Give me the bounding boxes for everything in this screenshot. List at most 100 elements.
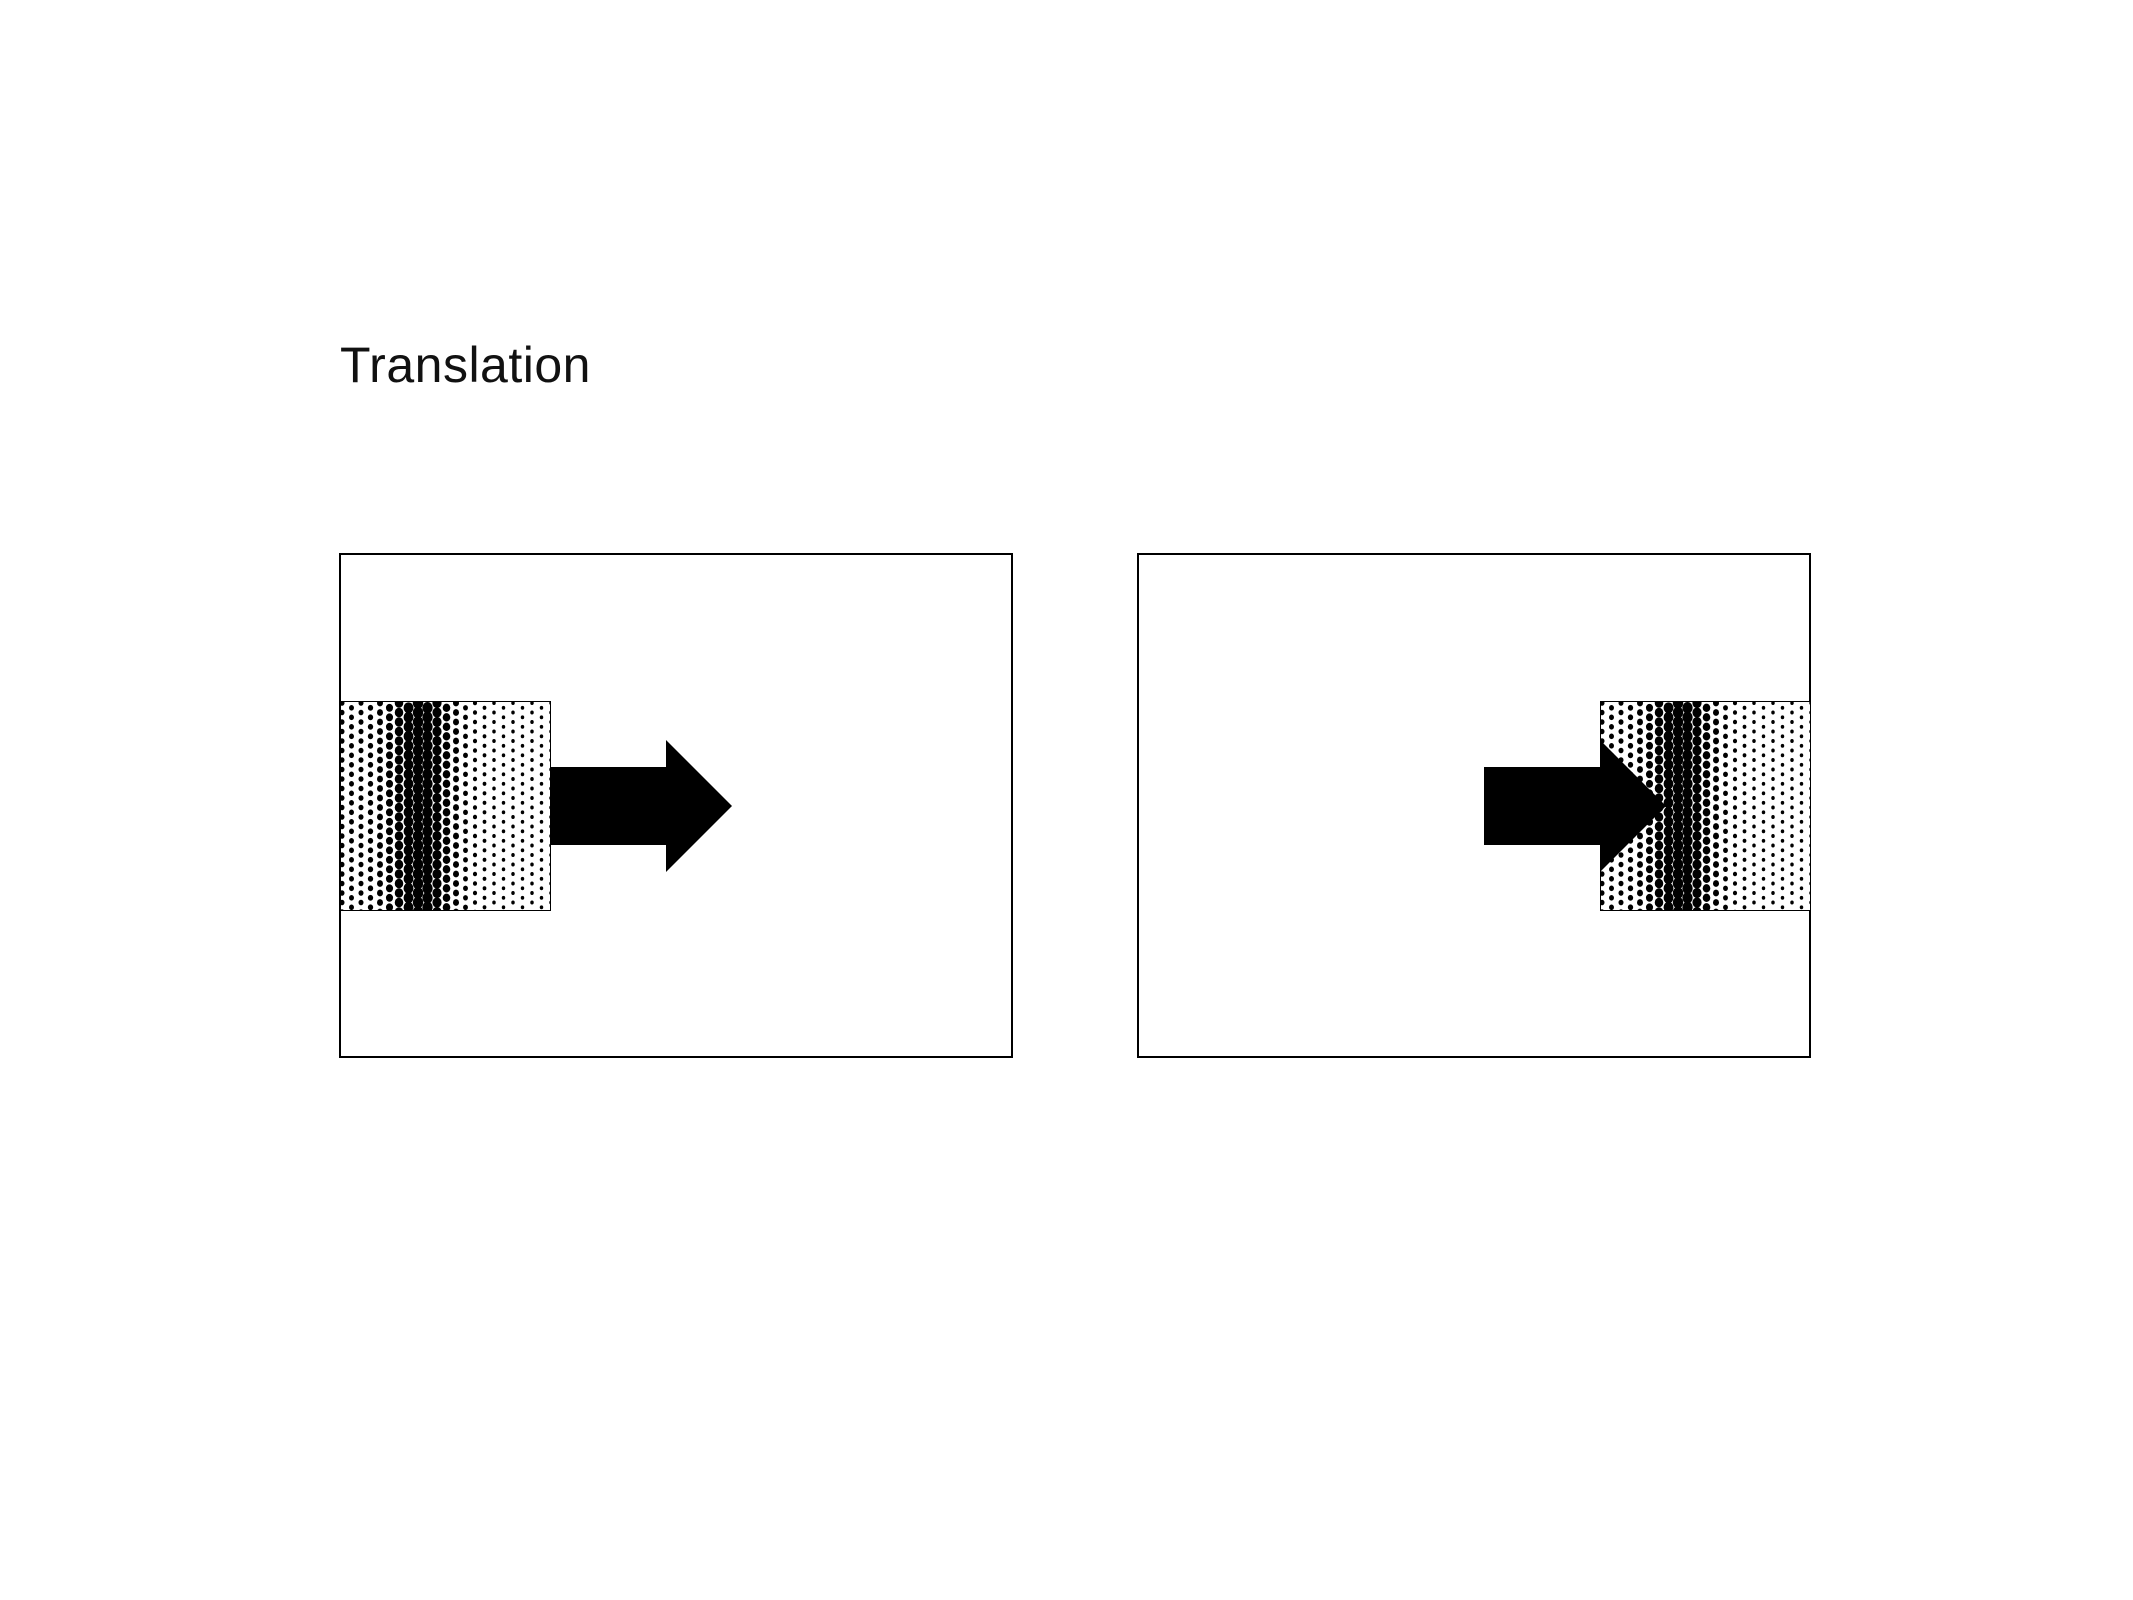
halftone-dot (1712, 756, 1720, 764)
halftone-dot (539, 734, 544, 739)
halftone-dot (412, 782, 424, 795)
halftone-dot (452, 756, 460, 764)
halftone-dot (394, 821, 404, 832)
halftone-dot (1780, 810, 1785, 815)
halftone-dot (394, 764, 404, 775)
halftone-dot (367, 904, 374, 911)
halftone-dot (1752, 777, 1756, 781)
halftone-dot (1637, 766, 1643, 773)
halftone-dot (358, 728, 364, 735)
halftone-dot (482, 781, 487, 786)
halftone-dot (492, 853, 496, 857)
halftone-dot (394, 793, 404, 803)
halftone-dot (1682, 873, 1693, 885)
halftone-dot (1752, 710, 1756, 715)
halftone-dot (1780, 848, 1785, 853)
halftone-dot (501, 895, 506, 900)
halftone-dot (482, 734, 487, 739)
halftone-dot (1790, 796, 1794, 800)
halftone-dot (1702, 713, 1711, 722)
halftone-dot (442, 760, 451, 770)
halftone-square-before (340, 701, 551, 911)
halftone-dot (1712, 766, 1720, 773)
halftone-dot (367, 828, 374, 835)
halftone-dot (539, 895, 544, 900)
halftone-dot (1672, 773, 1684, 785)
halftone-dot (340, 852, 345, 858)
halftone-dot (482, 905, 487, 910)
halftone-dot (520, 762, 525, 767)
halftone-dot (530, 891, 534, 895)
halftone-dot (1732, 786, 1738, 791)
halftone-dot (358, 719, 364, 725)
halftone-dot (539, 791, 544, 796)
halftone-dot (539, 800, 544, 805)
halftone-dot (1712, 775, 1720, 783)
halftone-dot (472, 738, 478, 744)
halftone-dot (472, 719, 478, 725)
halftone-dot (463, 895, 468, 901)
halftone-dot (501, 848, 506, 853)
halftone-dot (349, 847, 354, 854)
halftone-dot (1742, 848, 1747, 853)
halftone-dot (1742, 810, 1747, 815)
halftone-dot (1702, 760, 1711, 770)
halftone-dot (432, 783, 442, 794)
halftone-dot (412, 868, 424, 880)
halftone-dot (1654, 888, 1664, 898)
halftone-dot (530, 777, 534, 781)
halftone-dot (463, 800, 468, 806)
halftone-dot (1780, 838, 1785, 843)
halftone-dot (1672, 839, 1684, 852)
halftone-dot (1761, 819, 1766, 824)
halftone-dot (394, 701, 404, 708)
halftone-dot (1682, 901, 1693, 911)
halftone-dot (1663, 854, 1674, 866)
halftone-dot (349, 743, 354, 749)
halftone-dot (501, 772, 506, 777)
halftone-dot (432, 764, 442, 775)
halftone-dot (367, 799, 374, 806)
halftone-dot (1712, 851, 1720, 859)
halftone-dot (422, 863, 433, 876)
halftone-dot (1702, 836, 1711, 846)
halftone-dot (463, 847, 468, 854)
halftone-dot (422, 730, 433, 743)
halftone-dot (463, 714, 468, 721)
halftone-dot (530, 862, 534, 867)
halftone-dot (1692, 811, 1702, 823)
halftone-dot (1723, 809, 1728, 816)
halftone-dot (482, 705, 487, 710)
halftone-dot (492, 834, 496, 838)
halftone-dot (520, 772, 525, 777)
halftone-dot (412, 754, 424, 766)
halftone-dot (1702, 874, 1711, 884)
halftone-dot (1723, 714, 1728, 721)
halftone-dot (1780, 772, 1785, 777)
halftone-dot (1682, 759, 1693, 771)
halftone-dot (442, 722, 451, 732)
halftone-dot (520, 848, 525, 853)
halftone-dot (1771, 891, 1775, 895)
halftone-dot (1654, 764, 1664, 775)
halftone-dot (501, 876, 506, 881)
halftone-dot (1780, 791, 1785, 796)
halftone-dot (1799, 705, 1804, 710)
halftone-dot (1723, 904, 1728, 911)
halftone-dot (1732, 900, 1738, 905)
halftone-dot (367, 752, 374, 759)
halftone-dot (452, 701, 460, 707)
halftone-dot (1790, 834, 1794, 838)
halftone-dot (403, 901, 414, 911)
halftone-dot (358, 833, 364, 839)
halftone-dot (452, 804, 460, 811)
halftone-dot (358, 871, 364, 877)
halftone-dot (1761, 857, 1766, 862)
halftone-dot (1761, 781, 1766, 786)
halftone-dot (432, 840, 442, 851)
halftone-dot (520, 724, 525, 729)
halftone-dot (539, 781, 544, 786)
halftone-dot (1663, 749, 1674, 761)
halftone-dot (422, 759, 433, 771)
